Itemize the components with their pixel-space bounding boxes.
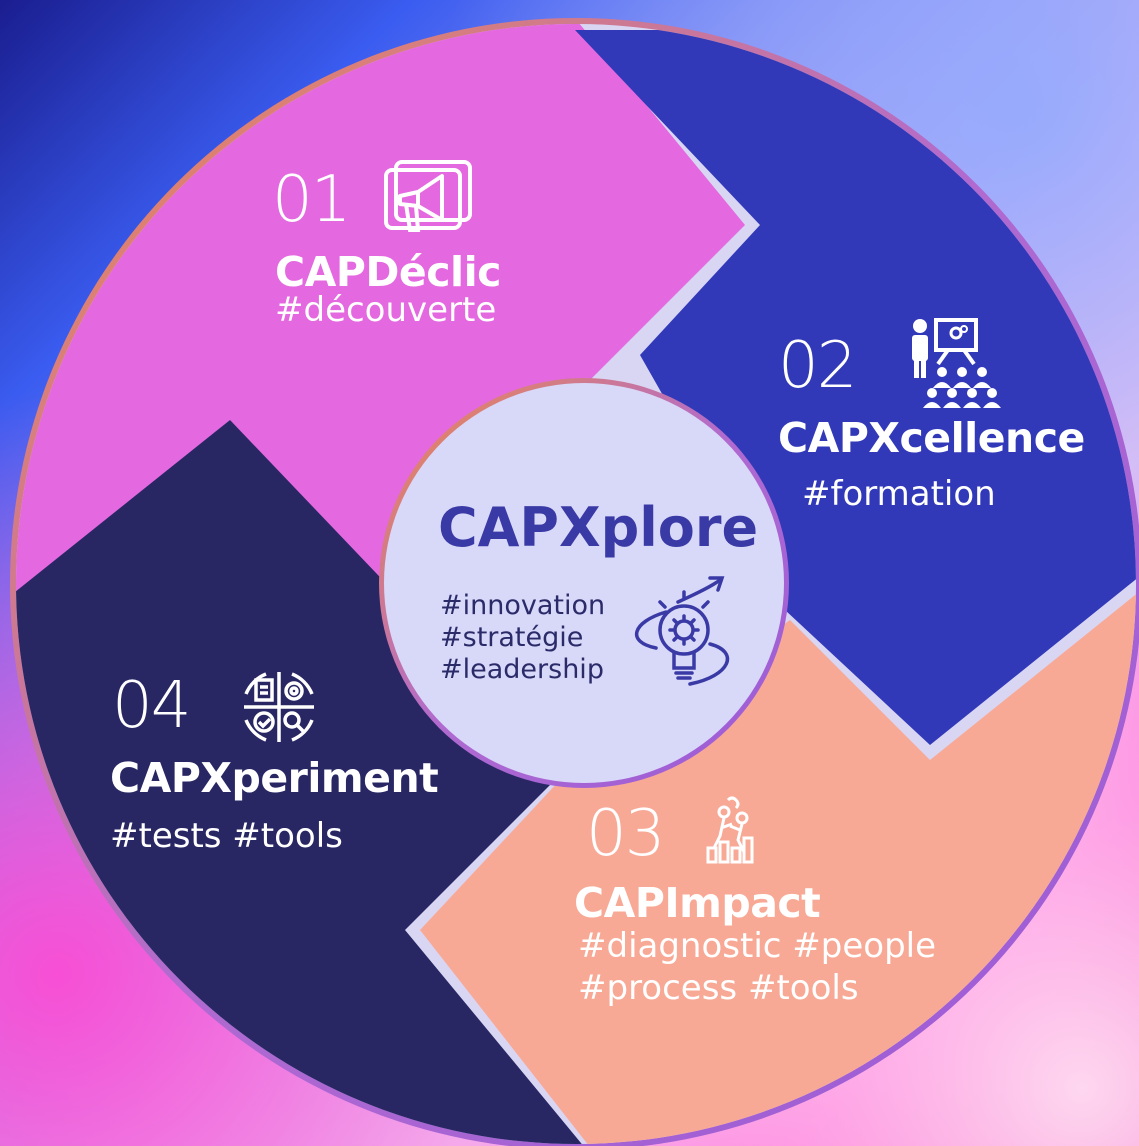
step-01-tag: #découverte — [275, 290, 497, 330]
step-03-tag-1: #diagnostic #people — [578, 926, 937, 966]
presentation-audience-icon — [912, 318, 1001, 408]
step-04-name: CAPXperiment — [110, 754, 439, 802]
step-03-name: CAPImpact — [574, 879, 821, 927]
center-hub — [384, 383, 784, 783]
step-02-number: 02 — [778, 329, 857, 403]
lightbulb-gear-icon — [635, 576, 730, 686]
center-title: CAPXplore — [438, 496, 759, 559]
cycle-analysis-icon — [244, 672, 314, 742]
center-tag-1: #innovation — [440, 590, 606, 621]
people-climbing-chart-icon — [706, 796, 754, 864]
step-02-tag: #formation — [802, 474, 996, 514]
step-01-name: CAPDéclic — [275, 248, 501, 296]
step-03-tag-2: #process #tools — [578, 968, 859, 1008]
step-01-number: 01 — [272, 163, 351, 237]
step-02-name: CAPXcellence — [778, 414, 1085, 462]
step-04-tag: #tests #tools — [110, 816, 343, 856]
step-04-number: 04 — [112, 669, 191, 743]
center-tag-3: #leadership — [440, 654, 604, 685]
center-tag-2: #stratégie — [440, 622, 584, 653]
megaphone-icon — [384, 160, 472, 232]
step-03-number: 03 — [586, 797, 665, 871]
